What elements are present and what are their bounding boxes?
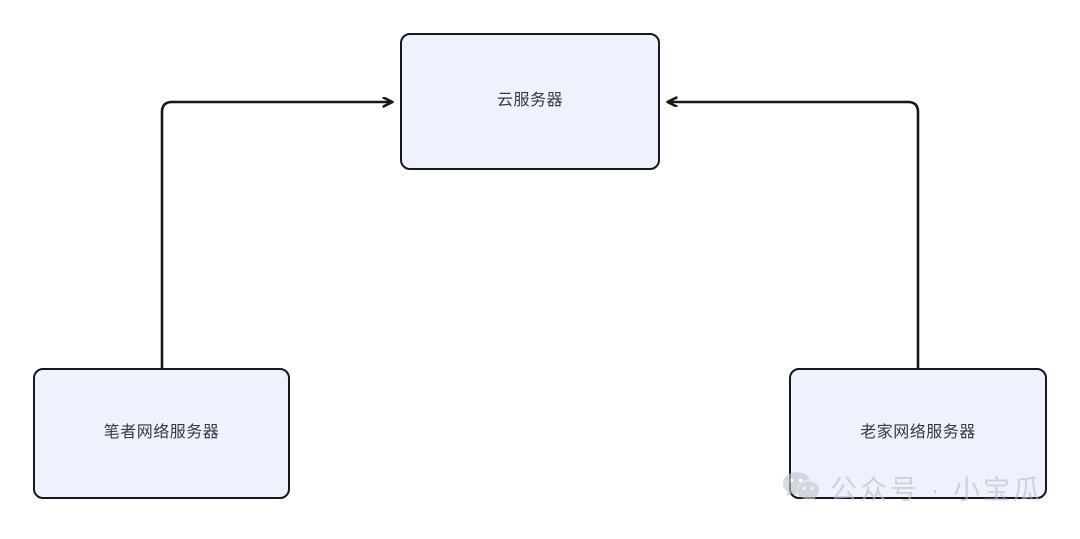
node-local-network-server[interactable]: 笔者网络服务器 xyxy=(33,368,290,499)
edge-home-to-cloud xyxy=(668,102,920,368)
node-cloud-server[interactable]: 云服务器 xyxy=(400,33,660,170)
node-home-network-server-label: 老家网络服务器 xyxy=(860,424,976,442)
node-local-network-server-label: 笔者网络服务器 xyxy=(103,424,220,442)
edge-local-to-cloud xyxy=(160,102,392,368)
node-cloud-server-label: 云服务器 xyxy=(496,92,563,110)
node-home-network-server[interactable]: 老家网络服务器 xyxy=(789,368,1047,499)
